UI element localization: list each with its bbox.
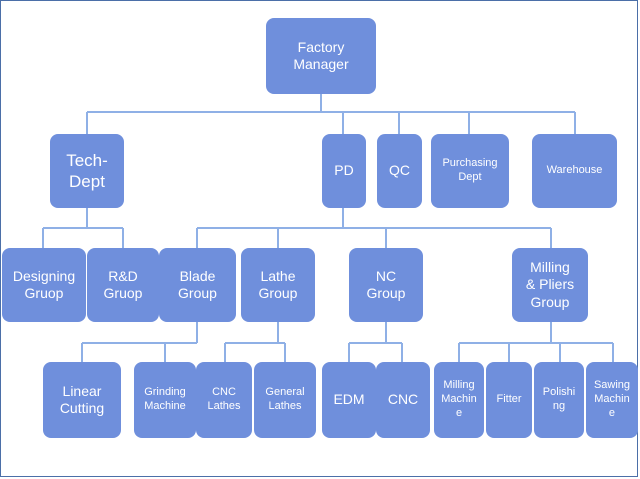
node-lathe-group[interactable]: Lathe Group	[241, 248, 315, 322]
node-nc-group[interactable]: NC Group	[349, 248, 423, 322]
node-label: Grinding Machine	[144, 386, 186, 412]
node-purchasing-dept[interactable]: Purchasing Dept	[431, 134, 509, 208]
node-pd[interactable]: PD	[322, 134, 366, 208]
node-cnc-lathes[interactable]: CNC Lathes	[196, 362, 252, 438]
node-warehouse[interactable]: Warehouse	[532, 134, 617, 208]
node-edm[interactable]: EDM	[322, 362, 376, 438]
node-label: General Lathes	[265, 386, 305, 412]
node-label: EDM	[333, 391, 365, 408]
node-designing-group[interactable]: Designing Gruop	[2, 248, 86, 322]
node-qc[interactable]: QC	[377, 134, 422, 208]
node-tech-dept[interactable]: Tech- Dept	[50, 134, 124, 208]
node-factory-manager[interactable]: Factory Manager	[266, 18, 376, 94]
node-label: PD	[334, 162, 354, 179]
node-label: NC Group	[366, 267, 406, 302]
node-label: Tech- Dept	[66, 150, 108, 191]
node-label: Blade Group	[178, 267, 217, 302]
node-label: Purchasing Dept	[442, 157, 498, 183]
node-milling-pliers-group[interactable]: Milling & Pliers Group	[512, 248, 588, 322]
node-label: QC	[389, 162, 410, 179]
node-rd-group[interactable]: R&D Gruop	[87, 248, 159, 322]
node-label: Designing Gruop	[12, 267, 76, 302]
node-label: Sawing Machin e	[593, 379, 631, 419]
node-label: Polishi ng	[542, 386, 576, 412]
node-label: Milling & Pliers Group	[525, 258, 575, 310]
node-label: CNC	[387, 391, 419, 408]
node-polishing[interactable]: Polishi ng	[534, 362, 584, 438]
node-label: Warehouse	[546, 164, 603, 177]
node-label: Fitter	[496, 393, 522, 406]
node-label: Lathe Group	[258, 267, 298, 302]
node-label: CNC Lathes	[207, 386, 241, 412]
node-label: R&D Gruop	[103, 267, 143, 302]
node-grinding-machine[interactable]: Grinding Machine	[134, 362, 196, 438]
node-label: Factory Manager	[293, 38, 349, 73]
node-label: Milling Machin e	[441, 379, 477, 419]
node-label: Linear Cutting	[59, 382, 105, 417]
node-general-lathes[interactable]: General Lathes	[254, 362, 316, 438]
node-fitter[interactable]: Fitter	[486, 362, 532, 438]
node-blade-group[interactable]: Blade Group	[159, 248, 236, 322]
node-sawing-machine[interactable]: Sawing Machin e	[586, 362, 638, 438]
node-linear-cutting[interactable]: Linear Cutting	[43, 362, 121, 438]
node-milling-machine[interactable]: Milling Machin e	[434, 362, 484, 438]
node-cnc[interactable]: CNC	[376, 362, 430, 438]
